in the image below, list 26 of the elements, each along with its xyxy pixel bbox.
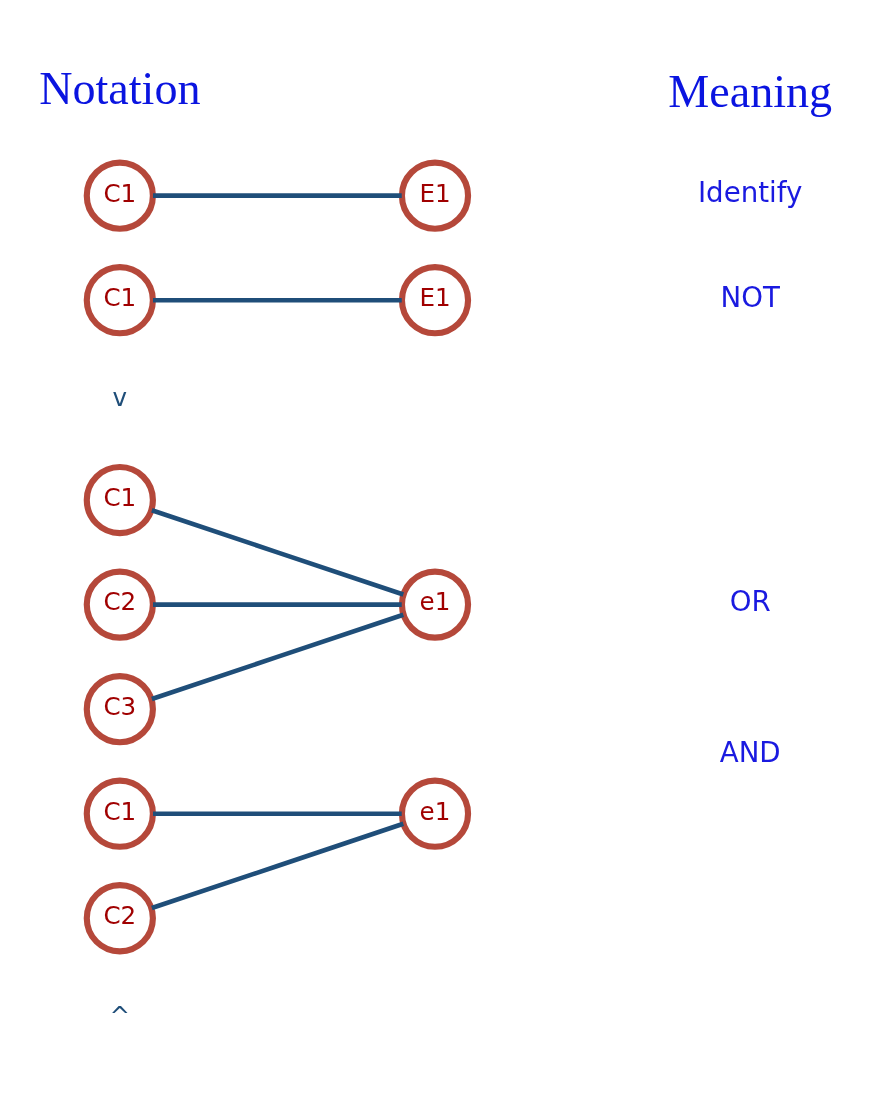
connector [153,297,402,302]
connector [153,192,402,198]
connector [153,601,402,607]
node-circle: C2 [83,568,156,641]
label: Notation [39,62,201,114]
node-circle: C1 [83,463,156,536]
node-circle: E1 [398,263,472,336]
label: v [112,382,128,412]
node-circle: e1 [398,777,472,850]
node-circle: C1 [83,777,156,850]
label: OR [729,584,771,618]
label: AND [719,735,781,769]
connector [151,821,405,910]
node-circle: C1 [83,159,156,232]
node-circle: C3 [83,672,156,745]
label: NOT [720,280,780,314]
connector [153,810,402,816]
connector [151,612,405,701]
label: ^ [109,1000,131,1030]
label: Identify [697,175,803,209]
connector [151,507,405,597]
node-circle: C2 [83,881,156,954]
node-circle: E1 [398,159,472,232]
node-circle: e1 [398,568,472,641]
node-circle: C1 [83,263,156,336]
label: Meaning [668,65,833,117]
